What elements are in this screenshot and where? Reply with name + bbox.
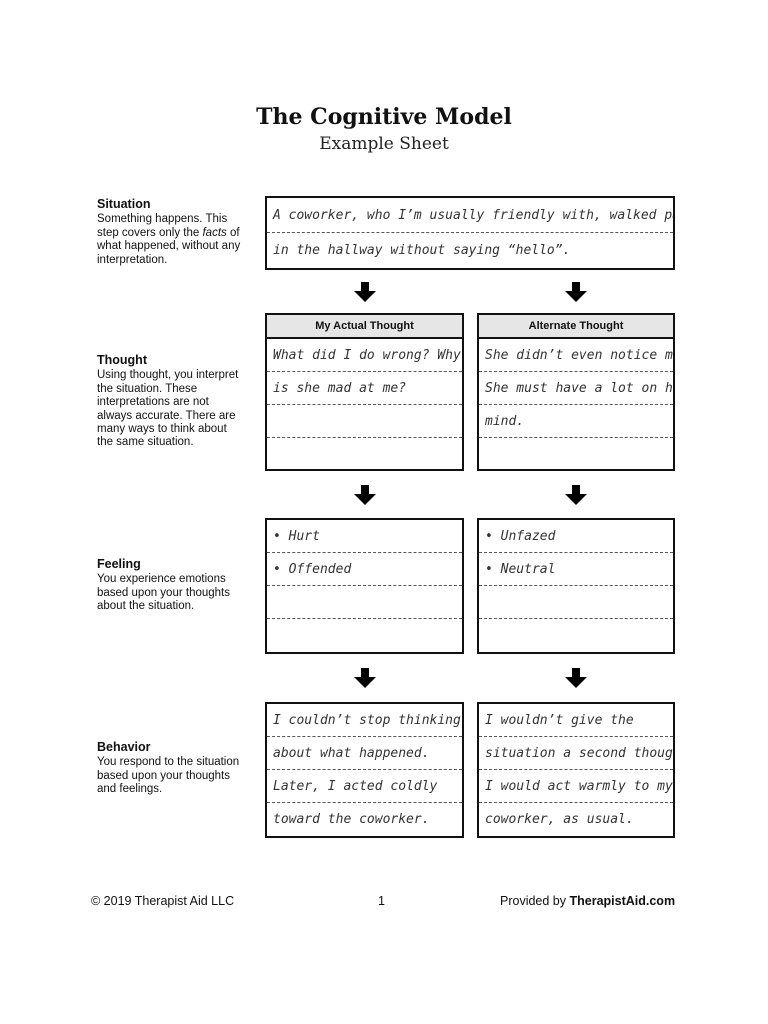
feeling-heading: Feeling bbox=[97, 557, 141, 571]
situation-box[interactable]: A coworker, who I’m usually friendly wit… bbox=[265, 196, 675, 270]
alternate-thought-line[interactable]: She didn’t even notice me. bbox=[479, 339, 673, 372]
thought-label: Thought Using thought, you interpret the… bbox=[97, 353, 243, 450]
situation-description: Something happens. This step covers only… bbox=[97, 213, 241, 266]
alternate-behavior-line[interactable]: coworker, as usual. bbox=[485, 812, 634, 827]
feeling-description: You experience emotions based upon your … bbox=[97, 573, 230, 613]
alternate-feeling-box[interactable]: • Unfazed • Neutral bbox=[477, 518, 675, 654]
page-subtitle: Example Sheet bbox=[319, 134, 449, 154]
actual-behavior-line[interactable]: toward the coworker. bbox=[273, 812, 430, 827]
actual-behavior-line[interactable]: I couldn’t stop thinking bbox=[267, 704, 462, 737]
actual-thought-line[interactable]: is she mad at me? bbox=[267, 372, 462, 405]
footer-copyright: © 2019 Therapist Aid LLC bbox=[91, 894, 235, 908]
alternate-thought-line[interactable] bbox=[479, 438, 673, 471]
alternate-feeling-line[interactable] bbox=[479, 586, 673, 619]
situation-line[interactable]: in the hallway without saying “hello”. bbox=[273, 243, 571, 258]
actual-feeling-line[interactable] bbox=[267, 586, 462, 619]
behavior-label: Behavior You respond to the situation ba… bbox=[97, 740, 243, 797]
alternate-feeling-line[interactable] bbox=[479, 619, 673, 652]
actual-feeling-line[interactable]: • Hurt bbox=[267, 520, 462, 553]
alternate-behavior-line[interactable]: situation a second thought. bbox=[479, 737, 673, 770]
actual-thought-box[interactable]: My Actual Thought What did I do wrong? W… bbox=[265, 313, 464, 471]
situation-label: Situation Something happens. This step c… bbox=[97, 197, 243, 267]
alternate-behavior-line[interactable]: I would act warmly to my bbox=[479, 770, 673, 803]
actual-thought-header: My Actual Thought bbox=[267, 315, 462, 339]
actual-thought-line[interactable]: What did I do wrong? Why bbox=[267, 339, 462, 372]
alternate-behavior-line[interactable]: I wouldn’t give the bbox=[479, 704, 673, 737]
situation-heading: Situation bbox=[97, 197, 151, 211]
actual-feeling-line[interactable]: • Offended bbox=[267, 553, 462, 586]
situation-line[interactable]: A coworker, who I’m usually friendly wit… bbox=[267, 198, 673, 233]
alternate-thought-header: Alternate Thought bbox=[479, 315, 673, 339]
actual-feeling-box[interactable]: • Hurt • Offended bbox=[265, 518, 464, 654]
actual-thought-line[interactable] bbox=[267, 405, 462, 438]
actual-behavior-line[interactable]: about what happened. bbox=[267, 737, 462, 770]
alternate-behavior-box[interactable]: I wouldn’t give the situation a second t… bbox=[477, 702, 675, 838]
alternate-thought-box[interactable]: Alternate Thought She didn’t even notice… bbox=[477, 313, 675, 471]
actual-behavior-line[interactable]: Later, I acted coldly bbox=[267, 770, 462, 803]
actual-feeling-line[interactable] bbox=[267, 619, 462, 652]
behavior-heading: Behavior bbox=[97, 740, 151, 754]
footer-provided-by: Provided by TherapistAid.com bbox=[500, 894, 676, 908]
alternate-thought-line[interactable]: She must have a lot on her bbox=[479, 372, 673, 405]
actual-thought-line[interactable] bbox=[267, 438, 462, 471]
alternate-feeling-line[interactable]: • Unfazed bbox=[479, 520, 673, 553]
page-title: The Cognitive Model bbox=[256, 104, 512, 130]
footer-page-number: 1 bbox=[378, 894, 385, 908]
thought-heading: Thought bbox=[97, 353, 147, 367]
actual-behavior-box[interactable]: I couldn’t stop thinking about what happ… bbox=[265, 702, 464, 838]
alternate-thought-line[interactable]: mind. bbox=[479, 405, 673, 438]
feeling-label: Feeling You experience emotions based up… bbox=[97, 557, 243, 614]
behavior-description: You respond to the situation based upon … bbox=[97, 756, 240, 796]
footer-brand-link[interactable]: TherapistAid.com bbox=[569, 894, 676, 908]
alternate-feeling-line[interactable]: • Neutral bbox=[479, 553, 673, 586]
thought-description: Using thought, you interpret the situati… bbox=[97, 369, 239, 449]
